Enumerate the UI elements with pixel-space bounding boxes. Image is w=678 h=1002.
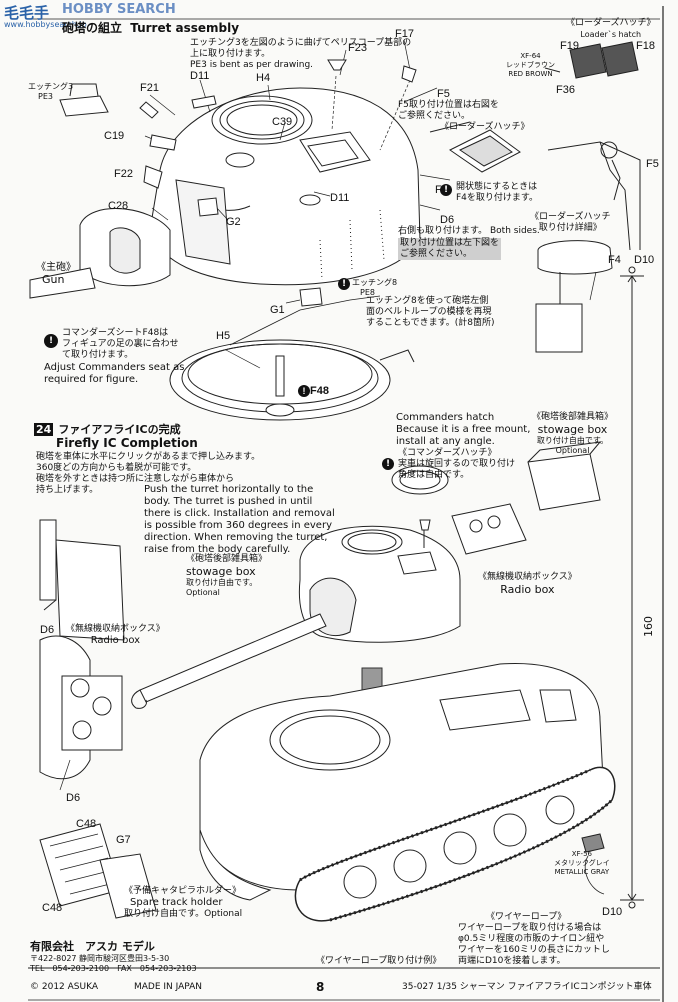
part-h4: H4 — [256, 72, 271, 84]
radio-box-label: 《無線機収納ボックス》 Radio box — [478, 572, 577, 596]
part-d10b: D10 — [602, 906, 623, 918]
footer-product: 35-027 1/35 シャーマン ファイアフライICコンポジット車体 — [402, 982, 652, 992]
part-f36: F36 — [556, 84, 575, 96]
warning-icon: ! — [338, 278, 350, 290]
part-d6a: D6 — [440, 214, 455, 226]
part-c39: C39 — [272, 116, 293, 128]
f5-position-note: F5取り付け位置は右図を ご参照ください。 — [398, 100, 499, 121]
d6-position-note: 取り付け位置は左下図を ご参照ください。 — [398, 238, 502, 260]
part-f23: F23 — [348, 42, 367, 54]
step24-title-en: Firefly IC Completion — [56, 436, 198, 450]
company-address: 〒422-8027 静岡市駿河区豊田3-5-30 — [30, 954, 170, 963]
part-f5b: F5 — [646, 158, 659, 170]
pe8-label: ! エッチング8 PE8 — [338, 278, 397, 298]
part-c19: C19 — [104, 130, 125, 142]
warning-icon: ! — [298, 385, 310, 397]
step24-number: 24 — [34, 423, 54, 436]
step24-title: 24 ファイアフライICの完成 — [34, 418, 181, 437]
part-f4b: F4 — [608, 254, 621, 266]
stowage-left-label: 《砲塔後部雑具箱》 stowage box 取り付け自由です。 Optional — [186, 554, 268, 597]
spare-track-label: 《予備キャタピラホルダー》 Spare track holder 取り付け自由で… — [124, 886, 243, 919]
watermark-site-cn: 毛毛手 — [4, 4, 50, 22]
part-f17: F17 — [395, 28, 414, 40]
metallic-gray-paint: XF-56 メタリックグレイ METALLIC GRAY — [554, 850, 610, 876]
dimension-160: 160 — [642, 616, 655, 637]
part-f48: !F48 — [298, 385, 329, 397]
part-c48a: C48 — [76, 818, 97, 830]
stowage-rear-label: 《砲塔後部雑具箱》 stowage box 取り付け自由です。 Optional — [532, 412, 614, 455]
warning-icon: ! — [440, 184, 452, 196]
step23-title-jp: 砲塔の組立 — [62, 21, 123, 35]
step23-title-en: Turret assembly — [130, 21, 240, 35]
step23-title: 砲塔の組立 Turret assembly — [62, 19, 239, 36]
part-f21: F21 — [140, 82, 159, 94]
part-f19: F19 — [560, 40, 579, 52]
part-h5: H5 — [216, 330, 231, 342]
warning-icon: ! — [382, 458, 394, 470]
part-f5a: F5 — [437, 88, 450, 100]
part-c28: C28 — [108, 200, 129, 212]
commanders-hatch-jp: ! 《コマンダーズハッチ》 実車は旋回するので取り付け 角度は自由です。 — [382, 448, 515, 481]
commander-seat-note-en: Adjust Commanders seat as required for f… — [44, 362, 185, 385]
d6-note: 右側も取り付けます。 Both sides. — [398, 226, 540, 236]
step24-note-en: Push the turret horizontally to the body… — [144, 484, 335, 555]
part-d6c: D6 — [66, 792, 81, 804]
company-block: 有限会社 アスカ モデル 〒422-8027 静岡市駿河区豊田3-5-30 TE… — [30, 940, 197, 974]
wire-rope-note: 《ワイヤーロープ》 ワイヤーロープを取り付ける場合は φ0.5ミリ程度の市販のナ… — [458, 912, 610, 966]
f4-open-note: ! 開状態にするときは F4を取り付けます。 — [440, 182, 538, 204]
company-tel: TEL 054-203-2100 FAX 054-203-2103 — [30, 964, 197, 973]
footer-copyright: © 2012 ASUKA — [30, 982, 98, 992]
footer-made-in: MADE IN JAPAN — [134, 982, 203, 992]
watermark-site-en: HOBBY SEARCH — [62, 2, 176, 17]
part-f22: F22 — [114, 168, 133, 180]
step24-title-jp: ファイアフライICの完成 — [58, 423, 181, 436]
part-g1: G1 — [270, 304, 285, 316]
part-f18: F18 — [636, 40, 655, 52]
commanders-hatch-en: Commanders hatch Because it is a free mo… — [396, 412, 531, 447]
footer-page-number: 8 — [316, 980, 325, 994]
upper-turret-drawing — [29, 87, 421, 299]
loaders-hatch-title: 《ローダーズハッチ》 Loader`s hatch — [566, 18, 656, 39]
part-d10a: D10 — [634, 254, 655, 266]
part-c48b: C48 — [42, 902, 63, 914]
part-g7: G7 — [116, 834, 131, 846]
etching-note: エッチング3を左図のように曲げてペリスコープ基部の 上に取り付けます。 PE3 … — [190, 38, 412, 70]
loaders-hatch-detail-title: 《ローダーズハッチ 取り付け詳細》 — [530, 212, 611, 233]
watermark-url: www.hobbysearch.jp — [4, 20, 87, 29]
gun-label: 《主砲》 Gun — [36, 262, 76, 286]
step24-note-jp: 砲塔を車体に水平にクリックがあるまで押し込みます。 360度どの方向からも着脱が… — [36, 452, 261, 495]
pe8-note: エッチング8を使って砲塔左側 面のベルトループの模様を再現 することもできます。… — [366, 296, 495, 328]
part-g2: G2 — [226, 216, 241, 228]
wire-rope-position: 《ワイヤーロープ取り付け例》 — [316, 956, 442, 966]
part-d11b: D11 — [330, 192, 350, 204]
commander-seat-note: ! コマンダーズシートF48は フィギュアの足の裏に合わせ て取り付けます。 — [44, 328, 179, 361]
radio-box-left-label: 《無線機収納ボックス》 Radio box — [66, 624, 165, 646]
company-name: 有限会社 アスカ モデル — [30, 940, 155, 953]
paint-redbrown: XF-64 レッドブラウン RED BROWN — [506, 52, 555, 78]
etching-label: エッチング3 PE3 — [28, 82, 74, 101]
part-d6b: D6 — [40, 624, 55, 636]
lower-tank-drawing — [131, 441, 616, 922]
loader-hatch-note: 《ローダーズハッチ》 — [440, 122, 530, 132]
part-d11: D11 — [190, 70, 210, 82]
warning-icon: ! — [44, 334, 58, 348]
